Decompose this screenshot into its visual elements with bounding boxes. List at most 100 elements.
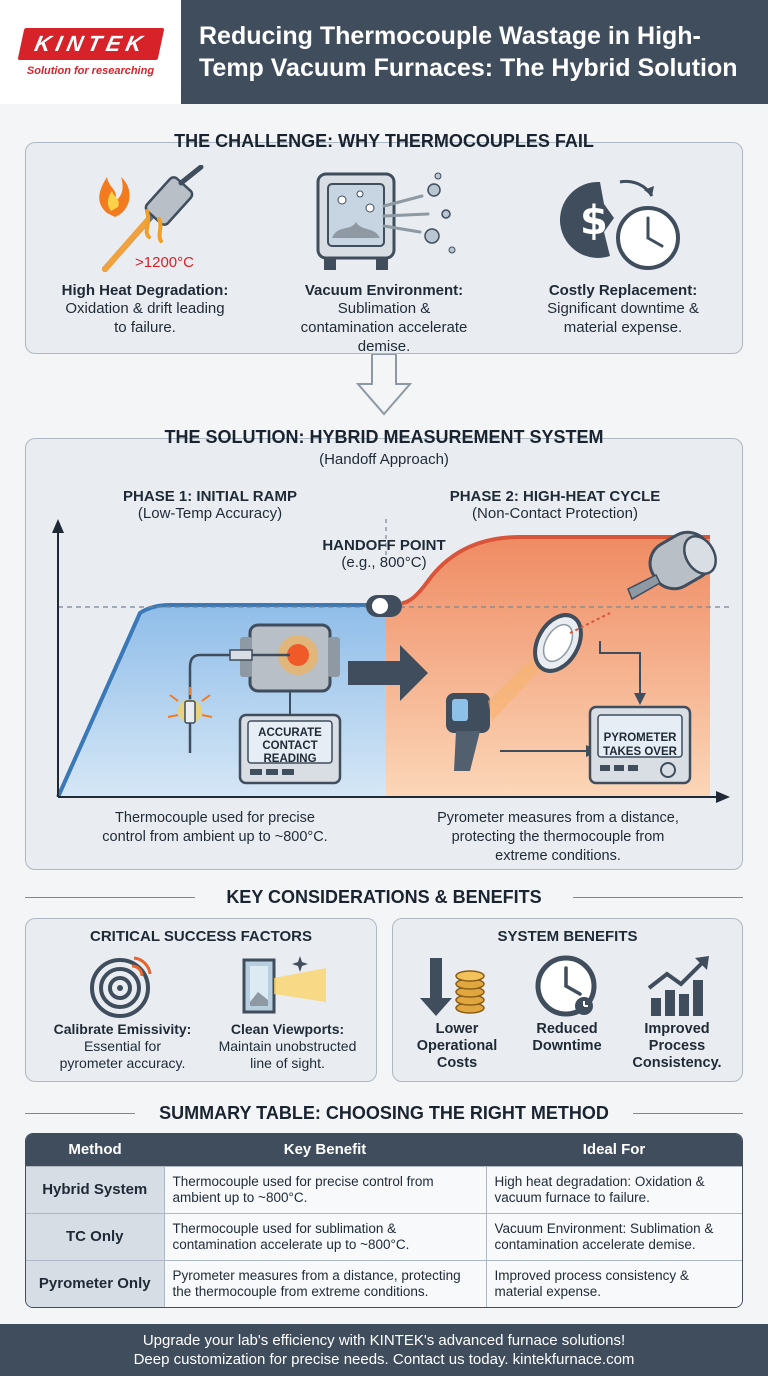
benefit-cell: Thermocouple used for sublimation & cont… <box>163 1212 486 1260</box>
benefit-label: Process <box>648 1038 706 1054</box>
divider <box>633 1113 743 1114</box>
divider <box>25 897 195 898</box>
factor-desc: pyrometer accuracy. <box>59 1055 186 1071</box>
ideal-cell: Vacuum Environment: Sublimation & contam… <box>485 1212 742 1260</box>
factor-desc: Essential for <box>83 1038 162 1054</box>
contact-label-line: ACCURATE <box>258 727 322 739</box>
column-header: Method <box>26 1134 164 1166</box>
column-header: Key Benefit <box>164 1134 486 1166</box>
challenge-item-cost: Costly Replacement: Significant downtime… <box>503 282 743 337</box>
factor-viewports: Clean Viewports: Maintain unobstructed l… <box>205 1021 370 1072</box>
benefit-label: Reduced <box>536 1021 598 1037</box>
down-arrow-icon <box>356 354 412 416</box>
factor-desc: line of sight. <box>250 1055 325 1071</box>
method-cell: Hybrid System <box>26 1165 164 1213</box>
temp-label: >1200°C <box>135 254 194 271</box>
caption-line: extreme conditions. <box>495 848 621 864</box>
clock-icon <box>535 955 597 1017</box>
handoff-diagram <box>52 515 730 803</box>
ideal-cell: Improved process consistency & material … <box>485 1259 742 1307</box>
coins-down-icon <box>420 958 485 1016</box>
challenge-item-vacuum: Vacuum Environment: Sublimation & contam… <box>264 282 504 356</box>
benefit-consistency: Improved Process Consistency. <box>622 1021 732 1072</box>
footer: Upgrade your lab's efficiency with KINTE… <box>0 1324 768 1376</box>
handoff-sub: (e.g., 800°C) <box>341 554 427 571</box>
logo-tagline: Solution for researching <box>26 64 155 77</box>
header-bar: Reducing Thermocouple Wastage in High-Te… <box>181 0 768 104</box>
caption-line: Pyrometer measures from a distance, <box>437 810 679 826</box>
caption-line: control from ambient up to ~800°C. <box>102 829 328 845</box>
table-row: TC Only Thermocouple used for sublimatio… <box>26 1212 742 1260</box>
solution-subtitle: (Handoff Approach) <box>319 451 449 468</box>
solution-title: THE SOLUTION: HYBRID MEASUREMENT SYSTEM <box>164 427 604 447</box>
considerations-title: KEY CONSIDERATIONS & BENEFITS <box>226 887 542 907</box>
logo-mark: KINTEK <box>17 27 164 60</box>
benefit-label: Lower <box>435 1021 479 1037</box>
caption-line: Thermocouple used for precise <box>115 810 315 826</box>
benefit-label: Operational <box>416 1038 498 1054</box>
footer-link[interactable]: Deep customization for precise needs. Co… <box>133 1351 635 1368</box>
factor-emissivity: Calibrate Emissivity: Essential for pyro… <box>40 1021 205 1072</box>
factor-desc: Maintain unobstructed <box>218 1038 357 1054</box>
pyrometer-label-line: TAKES OVER <box>603 746 677 758</box>
pyrometer-label: PYROMETER TAKES OVER <box>598 731 682 759</box>
summary-table: Method Key Benefit Ideal For Hybrid Syst… <box>25 1133 743 1308</box>
temp-curve-hot <box>401 535 710 605</box>
header: KINTEK Solution for researching Reducing… <box>0 0 768 104</box>
vacuum-chamber-icon <box>316 172 456 270</box>
temp-curve-cool <box>56 603 370 798</box>
benefit-label: Costs <box>436 1055 478 1071</box>
page-title: Reducing Thermocouple Wastage in High-Te… <box>199 22 738 82</box>
challenge-item-desc: Oxidation & drift leading to failure. <box>65 300 225 336</box>
pyrometer-label-line: PYROMETER <box>603 732 677 744</box>
challenge-item-title: Costly Replacement: <box>548 282 698 299</box>
column-header: Ideal For <box>486 1134 742 1166</box>
benefit-label: Downtime <box>532 1038 602 1054</box>
factor-title: Calibrate Emissivity: <box>53 1021 192 1037</box>
table-row: Hybrid System Thermocouple used for prec… <box>26 1165 742 1213</box>
table-header-row: Method Key Benefit Ideal For <box>26 1134 742 1166</box>
phase1-sub: (Low-Temp Accuracy) <box>137 505 283 522</box>
phase2-heading: PHASE 2: HIGH-HEAT CYCLE (Non-Contact Pr… <box>420 488 690 522</box>
phase2-caption: Pyrometer measures from a distance, prot… <box>408 809 708 866</box>
phase1-caption: Thermocouple used for precise control fr… <box>70 809 360 847</box>
viewport-icon <box>242 956 326 1014</box>
target-icon <box>90 956 152 1018</box>
method-cell: TC Only <box>26 1212 164 1260</box>
benefit-label: Consistency. <box>632 1055 722 1071</box>
summary-title: SUMMARY TABLE: CHOOSING THE RIGHT METHOD <box>159 1103 609 1123</box>
handoff-label: HANDOFF POINT (e.g., 800°C) <box>300 537 468 571</box>
challenge-item-title: Vacuum Environment: <box>304 282 464 299</box>
growth-chart-icon <box>647 956 709 1016</box>
benefit-label: Improved <box>644 1021 710 1037</box>
cost-clock-icon: $ <box>560 179 680 270</box>
factor-title: Clean Viewports: <box>230 1021 345 1037</box>
benefit-cell: Thermocouple used for precise control fr… <box>163 1165 486 1213</box>
contact-reading-label: ACCURATE CONTACT READING <box>248 727 332 766</box>
divider <box>573 897 743 898</box>
challenge-title: THE CHALLENGE: WHY THERMOCOUPLES FAIL <box>174 131 594 151</box>
table-row: Pyrometer Only Pyrometer measures from a… <box>26 1259 742 1307</box>
burning-thermocouple-icon <box>99 165 204 272</box>
phase1-title: PHASE 1: INITIAL RAMP <box>123 488 297 505</box>
factors-title: CRITICAL SUCCESS FACTORS <box>90 928 312 945</box>
ideal-cell: High heat degradation: Oxidation & vacuu… <box>485 1165 742 1213</box>
benefit-cell: Pyrometer measures from a distance, prot… <box>163 1259 486 1307</box>
challenge-item-heat: High Heat Degradation: Oxidation & drift… <box>25 282 265 337</box>
contact-label-line: CONTACT <box>262 740 318 752</box>
challenge-item-title: High Heat Degradation: <box>61 282 229 299</box>
handoff-title: HANDOFF POINT <box>322 537 446 554</box>
benefit-downtime: Reduced Downtime <box>512 1021 622 1055</box>
benefit-costs: Lower Operational Costs <box>402 1021 512 1072</box>
benefits-title: SYSTEM BENEFITS <box>497 928 638 945</box>
phase2-title: PHASE 2: HIGH-HEAT CYCLE <box>449 488 661 505</box>
phase2-sub: (Non-Contact Protection) <box>472 505 638 522</box>
divider <box>25 1113 135 1114</box>
challenge-item-desc: Significant downtime & material expense. <box>547 300 699 336</box>
contact-label-line: READING <box>263 753 317 765</box>
challenge-item-desc: Sublimation & contamination accelerate d… <box>300 300 468 355</box>
method-cell: Pyrometer Only <box>26 1259 164 1307</box>
caption-line: protecting the thermocouple from <box>451 829 665 845</box>
logo[interactable]: KINTEK Solution for researching <box>0 0 181 104</box>
footer-line: Upgrade your lab's efficiency with KINTE… <box>142 1332 626 1349</box>
